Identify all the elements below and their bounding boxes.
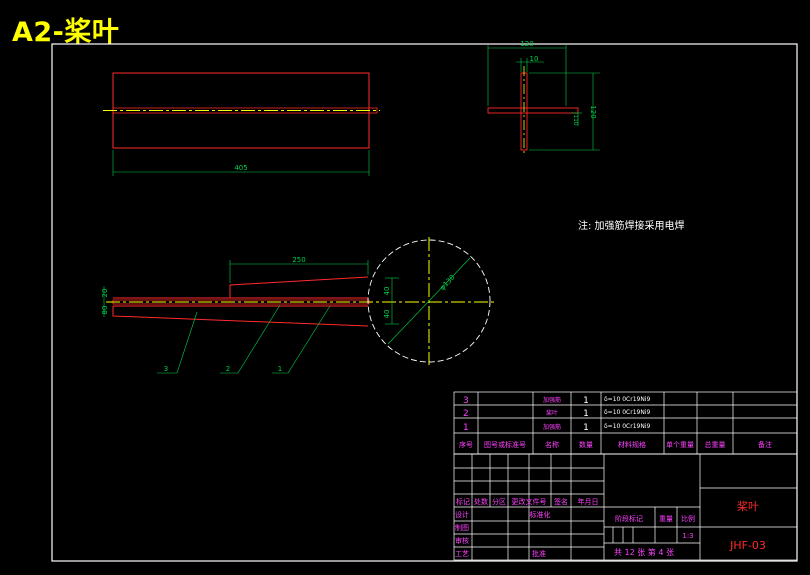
tb-role-drawing: 制图 xyxy=(455,523,469,532)
part-row-1-material: δ=10 0Cr19Ni9 xyxy=(604,396,651,403)
header-standard: 图号或标准号 xyxy=(484,440,526,449)
dim-rib-length: 250 xyxy=(292,256,305,264)
tb-label-date: 年月日 xyxy=(578,497,599,506)
dim-40-bottom: 40 xyxy=(383,310,391,319)
part-row-3-no: 1 xyxy=(463,423,469,433)
tb-role-design: 设计 xyxy=(455,510,469,519)
tb-role-process: 工艺 xyxy=(455,550,469,558)
tb-label-change-doc: 更改文件号 xyxy=(512,497,547,506)
header-name: 名称 xyxy=(545,440,559,449)
part-row-1-qty: 1 xyxy=(583,396,589,406)
plate-top-view: φ130 250 40 40 80 20 3 2 1 xyxy=(101,237,497,374)
dim-height: 120 xyxy=(589,105,597,118)
dim-20: 20 xyxy=(101,289,109,298)
header-qty: 数量 xyxy=(579,440,593,449)
weld-note: 注: 加强筋焊接采用电焊 xyxy=(578,219,685,232)
tb-role-review: 审核 xyxy=(455,536,469,545)
tb-drawing-no: JHF-03 xyxy=(729,539,766,552)
header-remark: 备注 xyxy=(758,440,772,449)
tb-label-zone: 分区 xyxy=(492,497,506,506)
balloon-3: 3 xyxy=(164,365,168,373)
part-row-1-no: 3 xyxy=(463,396,469,406)
plate-side-view: 120 10 120 110 xyxy=(487,40,600,155)
tb-label-count: 处数 xyxy=(474,497,488,506)
part-row-3-name: 加强筋 xyxy=(543,423,561,431)
balloon-2: 2 xyxy=(226,365,230,373)
plate-front-view: 405 xyxy=(103,72,380,176)
dim-width: 120 xyxy=(520,40,533,48)
tb-scale-label: 比例 xyxy=(681,514,695,523)
title-block-text: 标记 处数 分区 更改文件号 签名 年月日 设计 制图 审核 工艺 标准化 批准… xyxy=(455,497,766,558)
part-row-2-material: δ=10 0Cr19Ni9 xyxy=(604,409,651,416)
header-no: 序号 xyxy=(459,440,473,449)
tb-label-mark: 标记 xyxy=(456,497,470,506)
part-row-2-name: 桨叶 xyxy=(546,409,558,417)
part-row-3-material: δ=10 0Cr19Ni9 xyxy=(604,423,651,430)
tb-stage-mark: 阶段标记 xyxy=(615,514,643,523)
tb-weight-label: 重量 xyxy=(659,515,673,523)
header-total-weight: 总重量 xyxy=(705,440,726,449)
dim-diameter: φ130 xyxy=(438,273,456,291)
tb-standardization: 标准化 xyxy=(530,510,551,519)
dim-length: 405 xyxy=(234,164,247,172)
parts-list-text: 3 加强筋 1 δ=10 0Cr19Ni9 2 桨叶 1 δ=10 0Cr19N… xyxy=(459,396,772,449)
balloon-1: 1 xyxy=(278,365,282,373)
tb-sheets: 共 12 张 第 4 张 xyxy=(614,547,674,557)
header-material: 材料规格 xyxy=(618,440,646,449)
dim-thickness: 10 xyxy=(530,55,539,63)
dim-40-top: 40 xyxy=(383,287,391,296)
tb-label-signature: 签名 xyxy=(554,497,568,506)
tb-approval: 批准 xyxy=(532,549,546,558)
dim-80: 80 xyxy=(101,306,109,315)
tb-scale-value: 1:3 xyxy=(682,532,693,540)
tb-part-name: 桨叶 xyxy=(737,499,759,513)
part-row-3-qty: 1 xyxy=(583,423,589,433)
part-row-1-name: 加强筋 xyxy=(543,396,561,404)
dim-rib-height: 110 xyxy=(572,114,579,126)
header-unit-weight: 单个重量 xyxy=(666,440,694,449)
drawing-border xyxy=(51,43,798,562)
title-block xyxy=(453,453,798,561)
drawing-title: A2-桨叶 xyxy=(12,17,120,48)
part-row-2-no: 2 xyxy=(463,409,469,419)
part-row-2-qty: 1 xyxy=(583,409,589,419)
